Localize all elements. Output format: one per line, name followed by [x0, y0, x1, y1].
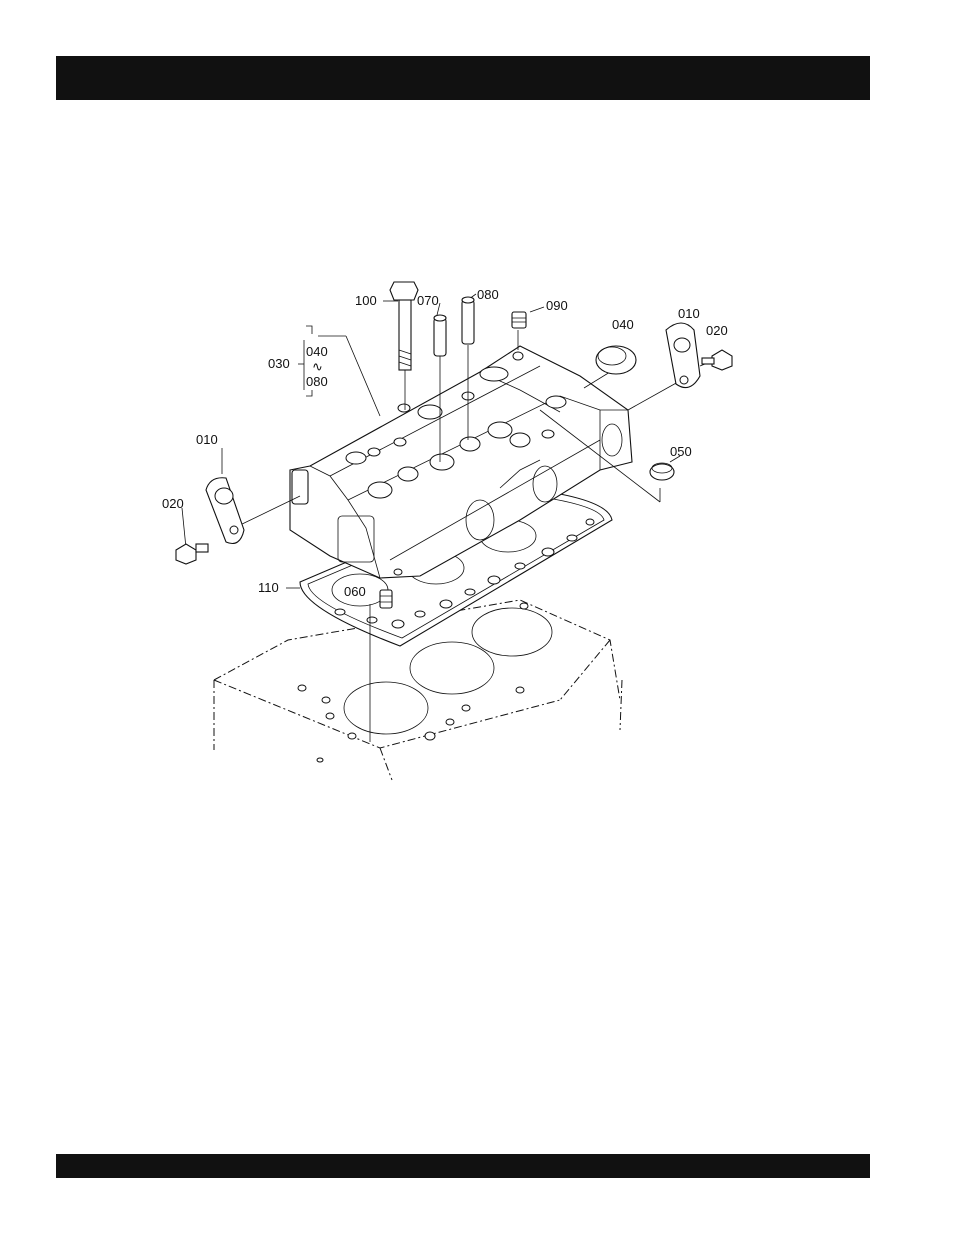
cylinder-head: [290, 346, 632, 578]
hanger-010-right: [666, 323, 700, 388]
callout-010-right: 010: [678, 306, 700, 321]
plug-090: [512, 312, 526, 328]
callout-020-right: 020: [706, 323, 728, 338]
callout-030: 030: [268, 356, 290, 371]
callout-060: 060: [344, 584, 366, 599]
callout-110: 110: [258, 580, 279, 595]
callout-090: 090: [546, 298, 568, 313]
bolt-020-left: [176, 544, 208, 564]
callout-040-right: 040: [612, 317, 634, 332]
callout-010-left: 010: [196, 432, 218, 447]
fitting-060: [380, 590, 392, 608]
callout-020-left: 020: [162, 496, 184, 511]
callout-080-group: 080: [306, 374, 328, 389]
hanger-010-left: [206, 478, 244, 544]
callout-070: 070: [417, 293, 439, 308]
valve-guide-080: [462, 297, 474, 344]
plug-040: [596, 346, 636, 374]
valve-guide-070: [434, 315, 446, 356]
callout-080-top: 080: [477, 287, 499, 302]
bolt-100: [390, 282, 418, 370]
bolt-020-right: [702, 350, 732, 370]
footer-band: [56, 1154, 870, 1178]
callout-050: 050: [670, 444, 692, 459]
callout-100: 100: [355, 293, 377, 308]
callout-group-tilde: ∿: [312, 359, 323, 374]
plug-050: [650, 463, 674, 480]
callout-040-group: 040: [306, 344, 328, 359]
